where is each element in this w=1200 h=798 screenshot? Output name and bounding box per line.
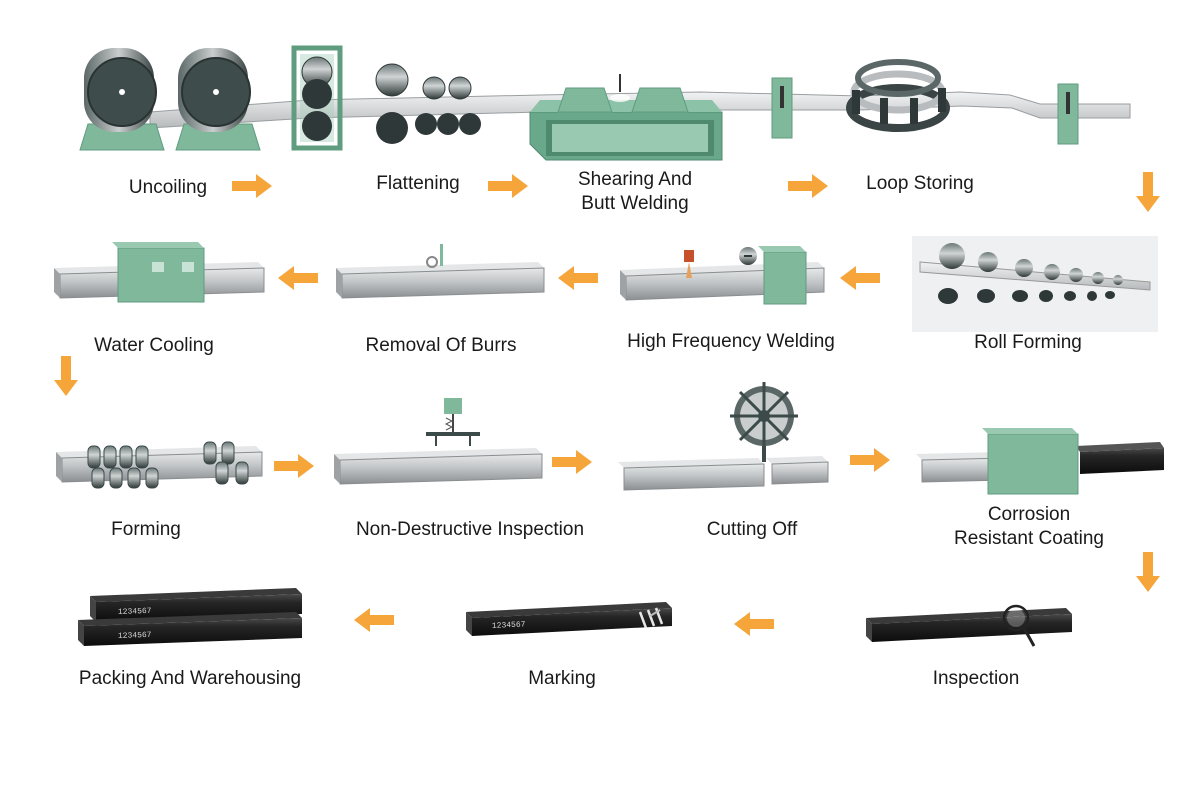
- strip-guide-post: [771, 77, 1079, 145]
- step-label-flattening: Flattening: [376, 173, 460, 194]
- arrow-right-icon: [232, 174, 272, 198]
- arrow-right-icon: [488, 174, 528, 198]
- step-label-inspection: Inspection: [932, 668, 1020, 689]
- marking-illustration: 1234567: [466, 602, 672, 636]
- cutting-off-illustration: [618, 382, 829, 491]
- step-label-coating: Corrosion Resistant Coating: [934, 503, 1124, 551]
- step-label-cutting-off: Cutting Off: [706, 519, 798, 540]
- pipe-marking-text: 1234567: [492, 620, 526, 631]
- shearing-welding-machine-illustration: [529, 74, 723, 161]
- step-label-marking: Marking: [528, 668, 596, 689]
- arrow-down-icon: [1136, 172, 1160, 212]
- step-label-hf-welding: High Frequency Welding: [627, 331, 835, 352]
- arrow-left-icon: [734, 612, 774, 636]
- step-label-coating-line1: Corrosion: [987, 504, 1071, 525]
- step-label-shearing-line1: Shearing And: [577, 169, 693, 190]
- flattening-rolls-illustration: [291, 45, 481, 151]
- roll-forming-illustration: [912, 236, 1158, 332]
- arrow-right-icon: [274, 454, 314, 478]
- pipe-marking-text: 1234567: [118, 631, 152, 641]
- packing-illustration: 1234567 1234567: [78, 588, 302, 646]
- hf-welding-illustration: [620, 246, 825, 305]
- water-cooling-illustration: [54, 242, 265, 303]
- arrow-left-icon: [840, 266, 880, 290]
- deburring-illustration: [336, 244, 545, 299]
- step-label-packing: Packing And Warehousing: [78, 668, 302, 689]
- arrow-right-icon: [552, 450, 592, 474]
- step-label-removal-of-burrs: Removal Of Burrs: [365, 335, 517, 356]
- arrow-left-icon: [558, 266, 598, 290]
- arrow-left-icon: [278, 266, 318, 290]
- pipe-marking-text: 1234567: [118, 607, 152, 617]
- step-label-water-cooling: Water Cooling: [94, 335, 214, 356]
- arrow-down-icon: [54, 356, 78, 396]
- arrow-left-icon: [354, 608, 394, 632]
- arrow-right-icon: [788, 174, 828, 198]
- inspection-illustration: [866, 604, 1072, 647]
- step-label-loop-storing: Loop Storing: [866, 173, 974, 194]
- coating-illustration: [916, 428, 1164, 495]
- step-label-coating-line2: Resistant Coating: [954, 528, 1104, 549]
- ndi-illustration: [334, 398, 543, 485]
- step-label-forming: Forming: [111, 519, 181, 540]
- uncoiling-coils-illustration: [79, 48, 261, 151]
- forming-illustration: [56, 441, 263, 489]
- arrow-right-icon: [850, 448, 890, 472]
- arrow-down-icon: [1136, 552, 1160, 592]
- step-label-roll-forming: Roll Forming: [974, 332, 1082, 353]
- step-label-uncoiling: Uncoiling: [128, 177, 208, 198]
- step-label-shearing: Shearing And Butt Welding: [560, 168, 710, 216]
- step-label-ndi: Non-Destructive Inspection: [355, 519, 585, 540]
- loop-storing-cage-illustration: [846, 59, 950, 132]
- step-label-shearing-line2: Butt Welding: [581, 193, 689, 214]
